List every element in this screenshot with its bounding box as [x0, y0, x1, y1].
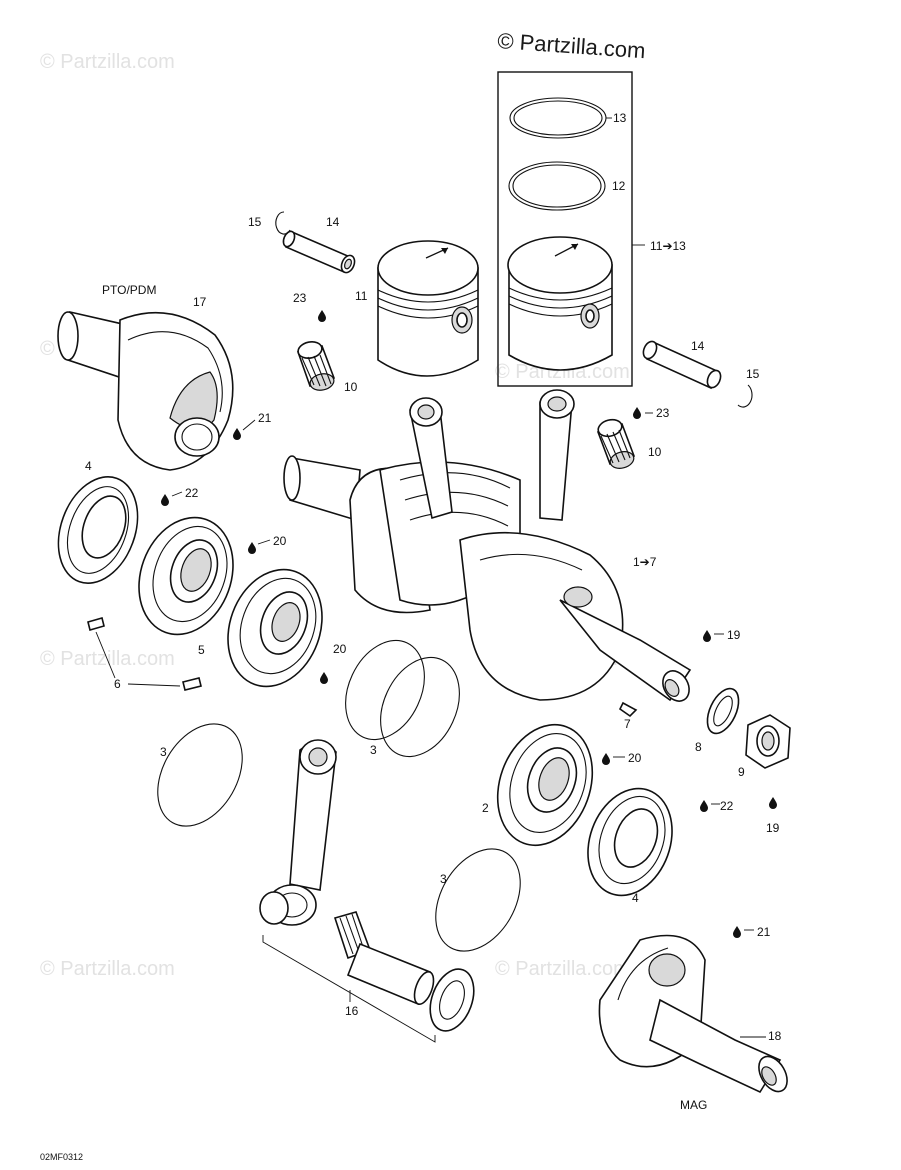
- label-15: 15: [746, 367, 760, 381]
- label-7: 7: [624, 717, 631, 731]
- label-19: 19: [766, 821, 780, 835]
- needle-bearing-10-right: 10 23: [596, 406, 670, 469]
- label-3: 3: [440, 872, 447, 886]
- label-15: 15: [248, 215, 262, 229]
- oil-seal-4-right: 22 4: [587, 787, 734, 905]
- label-8: 8: [695, 740, 702, 754]
- label-13: 13: [613, 111, 627, 125]
- oil-drop-icon: [602, 753, 610, 765]
- needle-bearing-10: 10 23: [293, 291, 358, 394]
- label-4: 4: [632, 891, 639, 905]
- ball-bearing-5b: 20: [227, 568, 347, 688]
- oil-drop-icon: [700, 800, 708, 812]
- piston-ring-12: 12: [508, 161, 626, 211]
- nut-9: 9 19: [738, 714, 791, 835]
- crankshaft-assembly: 1➔7 19: [283, 389, 741, 702]
- label-17: 17: [193, 295, 207, 309]
- oil-drop-icon: [769, 797, 777, 809]
- label-23: 23: [656, 406, 670, 420]
- piston-kit: [507, 236, 613, 371]
- piston-kit-box: 11➔13: [497, 71, 686, 387]
- piston-ring-13: 13: [509, 97, 627, 139]
- oil-drop-icon: [703, 630, 711, 642]
- ball-bearing-2: 2 20: [482, 723, 642, 847]
- label-22: 22: [185, 486, 199, 500]
- label-11: 11: [355, 289, 368, 303]
- label-18: 18: [768, 1029, 782, 1043]
- label-20: 20: [333, 642, 347, 656]
- piston-pin-14-right: 14: [642, 339, 722, 390]
- label-14: 14: [326, 215, 340, 229]
- label-10: 10: [344, 380, 358, 394]
- watermark-faint: © Partzilla.com: [495, 361, 630, 383]
- piston-pin-14: 14: [282, 215, 356, 274]
- label-11-13: 11➔13: [650, 239, 686, 253]
- circlip-15-right: 15: [737, 367, 760, 408]
- oil-drop-icon: [161, 494, 169, 506]
- label-pto-pdm: PTO/PDM: [102, 283, 156, 297]
- oil-drop-icon: [320, 672, 328, 684]
- watermark-faint: © Partzilla.com: [495, 958, 630, 980]
- label-14: 14: [691, 339, 705, 353]
- o-ring-3-bottom: 3: [435, 848, 521, 952]
- label-23: 23: [293, 291, 307, 305]
- circlip-15: 15: [248, 211, 291, 235]
- label-3: 3: [160, 745, 167, 759]
- label-9: 9: [738, 765, 745, 779]
- washer-8: 8: [695, 687, 740, 754]
- label-3: 3: [370, 743, 377, 757]
- label-21: 21: [258, 411, 272, 425]
- label-2: 2: [482, 801, 489, 815]
- label-21: 21: [757, 925, 771, 939]
- label-6: 6: [114, 677, 121, 691]
- woodruff-key-7: 7: [618, 701, 638, 731]
- dowel-pins-6: 6: [87, 617, 202, 691]
- crankshaft-half-17: PTO/PDM 17 21: [57, 283, 272, 471]
- label-20: 20: [273, 534, 287, 548]
- ball-bearing-5: 20 5: [138, 516, 287, 657]
- label-16: 16: [345, 1004, 359, 1018]
- drawing-code: 02MF0312: [40, 1152, 83, 1162]
- label-5: 5: [198, 643, 205, 657]
- crankshaft-half-18: 21 18 MAG: [598, 925, 788, 1112]
- oil-seal-4: 4 22: [57, 459, 199, 585]
- connecting-rod-kit-16: 16: [259, 739, 475, 1043]
- label-12: 12: [612, 179, 626, 193]
- oil-drop-icon: [733, 926, 741, 938]
- piston-11: 11: [355, 240, 479, 377]
- watermark-faint: © Partzilla.com: [40, 958, 175, 980]
- label-1-7: 1➔7: [633, 555, 657, 569]
- o-ring-3-pair: 3: [345, 639, 460, 758]
- label-19: 19: [727, 628, 741, 642]
- label-20: 20: [628, 751, 642, 765]
- o-ring-3-left: 3: [157, 723, 243, 827]
- oil-drop-icon: [233, 428, 241, 440]
- label-10: 10: [648, 445, 662, 459]
- oil-drop-icon: [248, 542, 256, 554]
- label-4: 4: [85, 459, 92, 473]
- oil-drop-icon: [318, 310, 326, 322]
- label-mag: MAG: [680, 1098, 707, 1112]
- label-22: 22: [720, 799, 734, 813]
- oil-drop-icon: [633, 407, 641, 419]
- watermark-main: © Partzilla.com: [497, 28, 647, 63]
- watermark-faint: © Partzilla.com: [40, 51, 175, 73]
